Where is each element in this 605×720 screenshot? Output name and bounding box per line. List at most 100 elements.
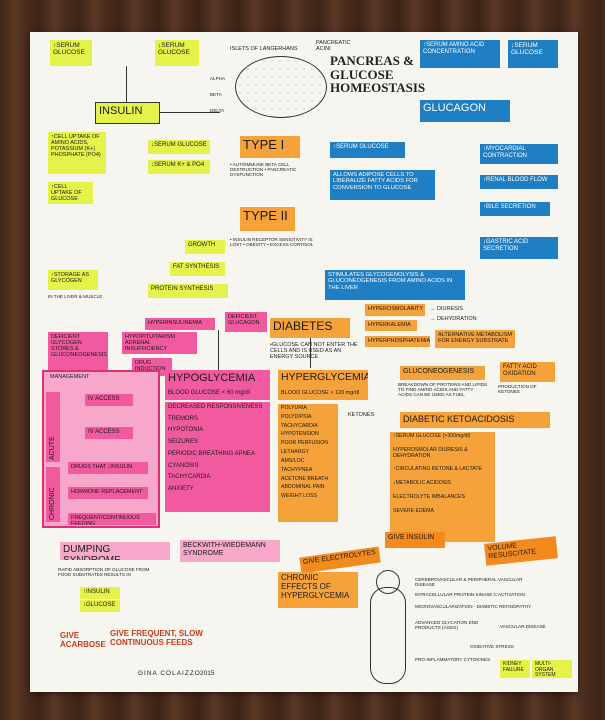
storage-box: ↑STORAGE AS GLYCOGEN [48,270,98,290]
credit-year: 2015 [200,670,215,677]
hypo-symptom: HYPOTONIA [168,427,204,434]
dka-header: DIABETIC KETOACIDOSIS [400,412,550,428]
fatty-acid-box: FATTY ACID OXIDATION [500,362,555,382]
dka-item: ↓METABOLIC ACIDOSIS [393,480,452,487]
glucagon-header: GLUCAGON [420,100,510,122]
acini-label: PANCREATIC ACINI [316,40,351,53]
dka-item: ELECTROLYTE IMBALANCES [393,494,465,501]
hypo-symptom: DECREASED RESPONSIVENESS [168,404,263,410]
serum-glucose-down-box: ↓SERUM GLUCOSE [155,40,199,66]
type1-box: TYPE I [240,136,300,158]
stimulates-box: STIMULATES GLYCOGENOLYSIS & GLUCONEOGENE… [325,270,465,300]
hyper-symptom: AMS/LOC [281,457,305,464]
chronic-item: INTRACELLULAR PROTEIN KINASE C ACTIVATIO… [415,592,525,597]
hyperkalemia-box: HYPERKALEMIA [365,320,417,331]
chronic-item: ADVANCED GLYCATION END PRODUCTS (AGES) [415,620,479,631]
gluconeo-desc: BREAKDOWN OF PROTEINS AND LIPIDS TO FIND… [398,382,488,398]
insulin-header: INSULIN [95,102,160,124]
hypopituitarism-box: HYPOPITUITARISM ADRENAL INSUFFICIENCY [122,332,197,354]
hypo-symptoms: DECREASED RESPONSIVENESS TREMORS HYPOTON… [165,402,270,512]
islets-label: ISLETS OF LANGERHANS [230,46,298,52]
serum-glucose-down2-box: ↓SERUM GLUCOSE [148,140,210,154]
hyper-symptom: POLYDIPSIA [281,413,312,420]
beckwith-header: BECKWITH-WIEDEMANN SYNDROME [180,540,280,562]
type2-box: TYPE II [240,207,295,231]
connector-line [218,330,219,370]
renal-box: ↑RENAL BLOOD FLOW [480,175,558,189]
fatty-acid-sub: PRODUCTION OF KETONES [498,384,537,395]
dka-item: SEVERE EDEMA [393,507,434,514]
dumping-glucose: ↓GLUCOSE [80,600,120,612]
fat-synthesis-box: FAT SYNTHESIS [170,262,225,276]
dka-items: ↑SERUM GLUCOSE (>300mg/dl) HYPEROSMOLAR … [390,432,495,542]
hyper-symptom: ACETONE BREATH [281,475,329,482]
hypoglycemia-header: HYPOGLYCEMIA [165,370,270,388]
chronic-effects-box: CHRONIC EFFECTS OF HYPERGLYCEMIA [278,572,358,608]
multi-organ-box: MULTI-ORGAN SYSTEM FAILURE [532,660,572,678]
chronic-item: MICROVASCULARIZATION - DIABETIC RETINOPA… [415,604,532,609]
give-feeds: GIVE FREQUENT, SLOW CONTINUOUS FEEDS [110,629,203,647]
cell-uptake-glucose-box: ↑CELL UPTAKE OF GLUCOSE [48,182,93,204]
hyperglycemia-header: HYPERGLYCEMIA [278,370,368,388]
acute-label: ACUTE [46,392,60,462]
adipose-box: ALLOWS ADIPOSE CELLS TO LIBERALIZE FATTY… [330,170,435,200]
hyper-symptom: POLYURIA [281,405,307,411]
hypo-symptom: CYANOSIS [168,462,199,469]
dehydration-label: → DEHYDRATION [430,316,477,322]
islet-sketch [235,56,327,118]
iv-access-box: IV ACCESS [85,394,133,406]
hypo-symptom: TACHYCARDIA [168,474,211,481]
protein-synthesis-box: PROTEIN SYNTHESIS [148,284,228,298]
hypo-symptom: TREMORS [168,415,198,422]
credit-name: GINA COLAIZZO [138,670,201,677]
hyperglycemia-sub: BLOOD GLUCOSE > 120 mg/dl [278,388,368,400]
deficient-glucagon-box: DEFICIENT GLUCAGON [225,312,267,332]
chronic-item: OXIDATIVE STRESS [470,644,514,649]
connector-line [160,112,220,113]
connector-line [126,66,127,102]
hyper-symptom: LETHARGY [281,449,309,456]
serum-k-box: ↓SERUM K+ & PO4 [148,160,210,174]
myocardial-box: ↑MYOCARDIAL CONTRACTION [480,144,558,164]
gastric-box: ↓GASTRIC ACID SECRETION [480,237,558,259]
hyper-symptom: HYPOTENSION [281,431,319,438]
storage-sub: IN THE LIVER & MUSCLE [48,294,103,299]
hyper-symptom: TACHYPNEA [281,466,313,473]
dka-item: ↑SERUM GLUCOSE (>300mg/dl) [393,433,471,439]
bile-box: ↑BILE SECRETION [480,202,550,216]
delta-label: DELTA [210,108,225,113]
poster-title: PANCREAS & GLUCOSE HOMEOSTASIS [330,53,426,96]
diabetes-header: DIABETES [270,318,350,338]
kidney-failure-box: KIDNEY FAILURE [500,660,530,678]
dumping-insulin: ↑INSULIN [80,587,120,599]
deficient-stores-box: DEFICIENT GLYCOGEN STORES & GLUCONEOGENE… [48,332,108,370]
type2-notes: • INSULIN RECEPTOR SENSITIVITY IS LOST •… [230,237,314,248]
hyperosmolarity-box: HYPEROSMOLARITY [365,304,425,316]
chronic-label: CHRONIC [46,467,60,522]
poster: PANCREAS & GLUCOSE HOMEOSTASIS ISLETS OF… [30,32,578,692]
hyper-symptom: POOR PERFUSION [281,440,328,447]
connector-line [310,338,311,368]
hyperphosphatemia-box: HYPERPHOSPHATEMIA [365,336,430,347]
give-acarbose: GIVE ACARBOSE [60,631,106,649]
head-sketch [376,570,400,594]
hypo-symptom: PERIODIC BREATHING APNEA [168,450,255,457]
ketones-label: KETONES [348,412,375,418]
dka-item: HYPEROSMOLAR DIURESIS & DEHYDRATION [393,446,468,459]
volume-resuscitate-banner: VOLUME RESUSCITATE [484,536,558,566]
frequent-box: FREQUENT/CONTINUOUS FEEDING [68,513,156,525]
hypoglycemia-sub: BLOOD GLUCOSE < 60 mg/dl [165,388,270,400]
management-label: MANAGEMENT [50,374,90,380]
glucagon-serum-aa-box: ↑SERUM AMINO ACID CONCENTRATION [420,40,500,68]
gluconeo-header: GLUCONEOGENESIS [400,366,485,380]
body-sketch [370,587,406,684]
hypo-symptom: ANXIETY [168,486,194,493]
hyper-symptoms: POLYURIA POLYDIPSIA TACHYCARDIA HYPOTENS… [278,404,338,522]
type1-notes: • AUTOIMMUNE BETA CELL DESTRUCTION • PAN… [230,162,297,178]
drugs-box: DRUGS THAT ↓INSULIN [68,462,148,474]
serum-glucose-up-box: ↑SERUM GLUCOSE [50,40,92,66]
give-insulin-banner: GIVE INSULIN [385,532,445,548]
glucagon-serum-glucose-up-box: ↑SERUM GLUCOSE [330,142,405,158]
hyper-symptom: ABDOMINAL PAIN [281,484,325,491]
hyper-symptom: TACHYCARDIA [281,422,318,429]
